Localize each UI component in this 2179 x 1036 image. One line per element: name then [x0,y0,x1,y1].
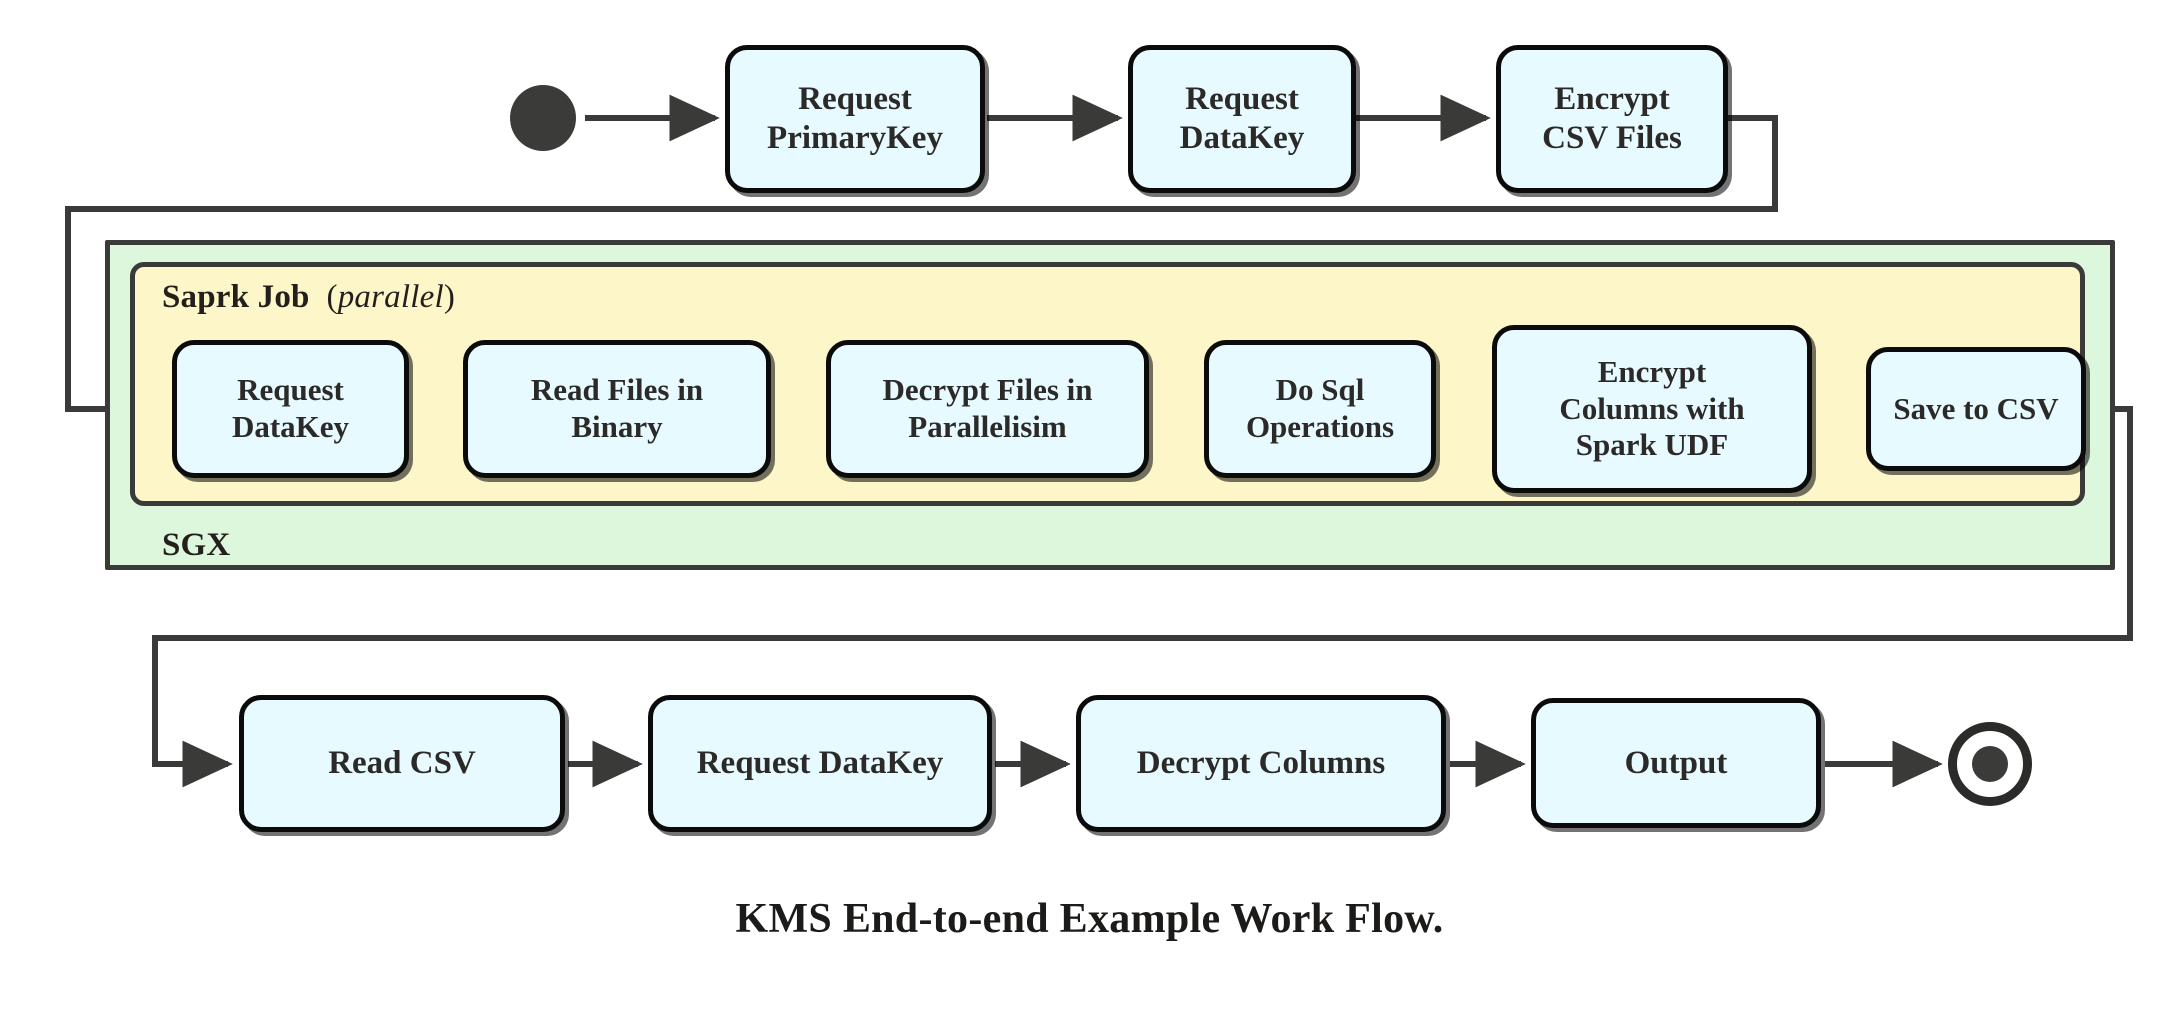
node-line: Operations [1245,409,1395,444]
node-request-datakey-top[interactable]: Request DataKey [1128,45,1356,193]
node-line: CSV Files [1542,120,1682,156]
container-label-sgx: SGX [162,527,231,563]
spark-job-paren-open: ( [326,279,338,315]
node-line: Output [1624,744,1728,781]
node-line: Do Sql [1275,372,1365,408]
node-line: Binary [571,409,663,444]
node-request-datakey-bottom[interactable]: Request DataKey [648,695,992,832]
node-line: Request [1185,81,1299,118]
diagram-caption: KMS End-to-end Example Work Flow. [735,896,1444,942]
node-read-csv[interactable]: Read CSV [239,695,565,832]
node-line: Columns with [1559,390,1745,426]
node-decrypt-columns[interactable]: Decrypt Columns [1076,695,1446,832]
container-label-spark-job: Saprk Job (parallel) [162,279,455,316]
node-request-primarykey[interactable]: Request PrimaryKey [725,45,985,193]
node-line: Save to CSV [1893,390,2059,426]
node-line: Encrypt [1597,354,1707,390]
start-circle [510,85,576,151]
node-line: Read Files in [530,372,704,408]
node-line: Request [237,372,344,408]
node-line: DataKey [231,409,350,444]
node-line: Decrypt Files in [882,372,1093,408]
end-circle [1948,722,2032,806]
node-save-to-csv[interactable]: Save to CSV [1866,347,2086,471]
node-output[interactable]: Output [1531,698,1821,828]
end-circle-inner-dot [1971,745,2009,783]
node-line: Spark UDF [1575,427,1729,463]
node-line: Request DataKey [696,745,944,782]
spark-job-title: Saprk Job [162,279,310,315]
node-line: Request [798,81,912,118]
spark-job-modifier: parallel [337,279,444,315]
node-decrypt-files-in-parallelisim[interactable]: Decrypt Files in Parallelisim [826,340,1149,478]
node-do-sql-operations[interactable]: Do Sql Operations [1204,340,1436,478]
node-encrypt-columns-with-spark-udf[interactable]: Encrypt Columns with Spark UDF [1492,325,1812,493]
node-line: Parallelisim [908,409,1067,444]
node-line: PrimaryKey [767,120,943,156]
node-encrypt-csv-files[interactable]: Encrypt CSV Files [1496,45,1728,193]
node-request-datakey-spark[interactable]: Request DataKey [172,340,409,478]
node-line: DataKey [1179,120,1305,156]
node-read-files-in-binary[interactable]: Read Files in Binary [463,340,771,478]
node-line: Decrypt Columns [1136,745,1386,782]
spark-job-paren-close: ) [443,279,456,315]
node-line: Read CSV [328,745,476,782]
node-line: Encrypt [1554,81,1670,118]
